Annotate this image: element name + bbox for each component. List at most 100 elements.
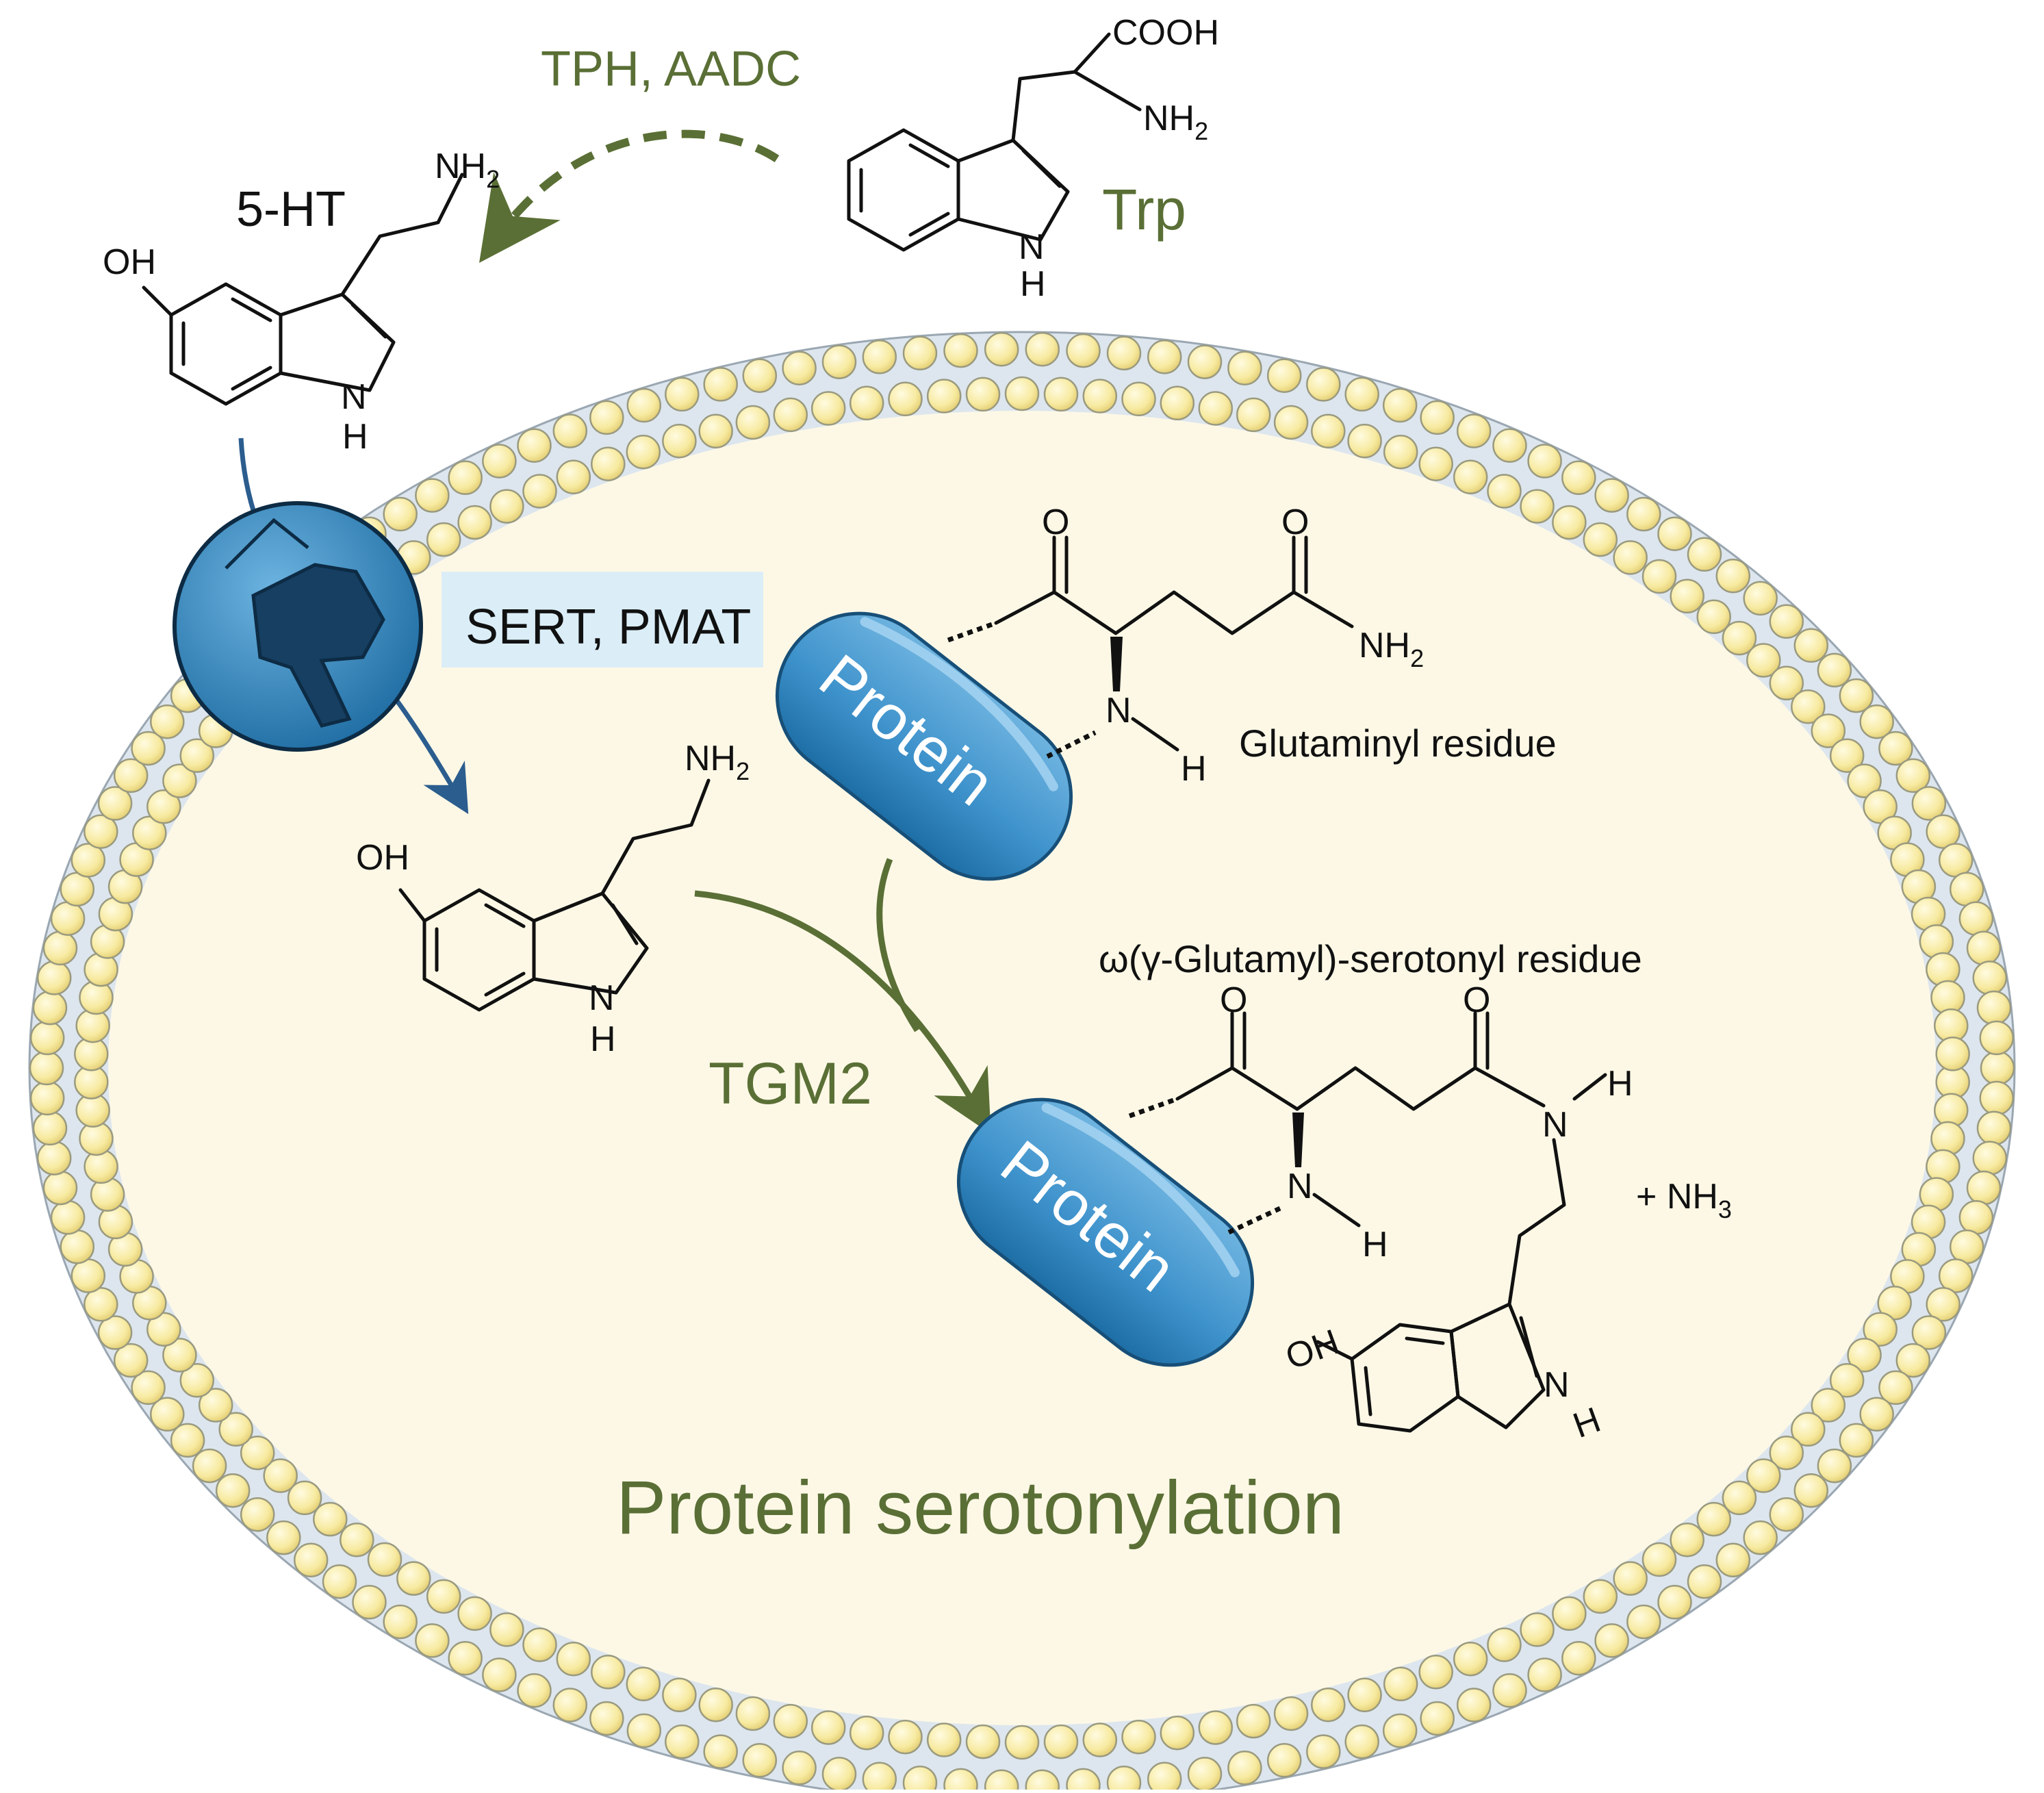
lipid-head: [1583, 1579, 1618, 1614]
lipid-head: [426, 1579, 461, 1614]
lipid-head: [97, 1315, 133, 1350]
lipid-head: [1198, 1710, 1234, 1745]
lipid-head: [131, 1370, 166, 1406]
lipid-head: [1769, 665, 1804, 701]
lipid-head: [1025, 331, 1060, 367]
lipid-head: [71, 843, 106, 878]
lipid-head: [984, 331, 1019, 367]
lipid-head: [589, 400, 624, 435]
lipid-head: [591, 1655, 626, 1690]
lipid-head: [1878, 730, 1913, 766]
lipid-head: [1121, 1719, 1156, 1755]
lipid-head: [1187, 344, 1223, 379]
lipid-head: [1976, 1110, 2012, 1146]
lipid-head: [556, 1641, 591, 1677]
lipid-head: [965, 1724, 1001, 1759]
svg-text:NH2: NH2: [685, 739, 750, 785]
lipid-head: [1552, 505, 1587, 540]
lipid-head: [742, 1743, 778, 1778]
lipid-head: [84, 1287, 118, 1322]
trp-molecule: COOH NH2 N H Trp: [847, 13, 1219, 304]
lipid-head: [1106, 335, 1142, 371]
lipid-head: [1453, 459, 1488, 495]
lipid-head: [198, 1388, 233, 1423]
lipid-head: [192, 1448, 227, 1484]
lipid-head: [1420, 400, 1455, 435]
lipid-head: [1266, 1743, 1302, 1778]
svg-text:N: N: [1542, 1105, 1568, 1145]
lipid-head: [383, 496, 418, 532]
lipid-head: [522, 1627, 557, 1662]
svg-text:N: N: [589, 978, 615, 1018]
lipid-head: [1911, 1315, 1947, 1350]
lipid-head: [1236, 397, 1271, 433]
lipid-head: [703, 1734, 738, 1769]
product-protein: Protein ω(γ-Glutamyl)-serotonyl residue …: [956, 937, 1732, 1446]
lipid-head: [1227, 1751, 1262, 1785]
lipid-head: [1236, 1703, 1271, 1739]
lipid-head: [150, 1397, 185, 1432]
lipid-head: [782, 1751, 817, 1785]
lipid-head: [1839, 678, 1874, 713]
lipid-head: [810, 391, 846, 426]
lipid-head: [1935, 1037, 1970, 1071]
lipid-head: [313, 1501, 348, 1537]
lipid-head: [1829, 1363, 1865, 1398]
lipid-head: [50, 1200, 86, 1235]
lipid-head: [1769, 604, 1804, 639]
lipid-head: [1456, 414, 1492, 448]
lipid-head: [517, 1673, 552, 1708]
lipid-head: [1583, 522, 1618, 557]
lipid-head: [1746, 1458, 1781, 1493]
lipid-head: [162, 1338, 197, 1373]
lipid-head: [1817, 652, 1852, 688]
svg-text:N: N: [1287, 1167, 1313, 1206]
lipid-head: [1696, 599, 1731, 635]
lipid-head: [263, 1458, 298, 1493]
svg-text:N: N: [1019, 227, 1045, 267]
lipid-head: [29, 1020, 65, 1056]
lipid-head: [773, 397, 808, 433]
lipid-head: [1266, 358, 1302, 393]
lipid-head: [29, 1050, 64, 1086]
lipid-head: [1198, 391, 1234, 426]
svg-text:N: N: [1106, 691, 1132, 730]
lipid-head: [1147, 340, 1182, 374]
lipid-head: [60, 1229, 95, 1264]
transporter: SERT, PMAT: [173, 437, 763, 815]
lipid-head: [626, 434, 661, 470]
lipid-head: [1949, 1229, 1984, 1264]
lipid-head: [1187, 1757, 1223, 1792]
lipid-head: [1847, 763, 1882, 798]
lipid-head: [1859, 1397, 1894, 1432]
serotonin-label: 5-HT: [236, 182, 346, 237]
lipid-head: [1160, 385, 1195, 421]
lipid-head: [1626, 1604, 1661, 1640]
lipid-head: [1273, 1696, 1309, 1731]
lipid-head: [1938, 1258, 1973, 1293]
lipid-head: [1347, 1677, 1382, 1713]
lipid-head: [589, 1701, 624, 1736]
lipid-head: [902, 335, 938, 371]
lipid-head: [489, 489, 524, 524]
lipid-head: [162, 763, 197, 798]
tgm2-reaction: TGM2: [694, 858, 991, 1134]
synthesis-arrow: [478, 129, 780, 263]
tgm2-label: TGM2: [708, 1051, 872, 1117]
lipid-head: [457, 505, 492, 540]
lipid-head: [1382, 387, 1418, 423]
lipid-head: [1926, 814, 1960, 849]
lipid-head: [1383, 1666, 1418, 1702]
svg-text:H: H: [590, 1019, 616, 1059]
lipid-head: [862, 340, 897, 374]
lipid-head: [287, 1480, 322, 1516]
lipid-head: [1979, 1080, 2015, 1116]
protein-blob-1: [775, 611, 1073, 881]
lipid-head: [1863, 1312, 1898, 1347]
lipid-head: [742, 358, 778, 393]
lipid-head: [821, 344, 857, 379]
lipid-head: [36, 1141, 72, 1175]
lipid-head: [1958, 1200, 1994, 1235]
lipid-head: [1687, 537, 1722, 572]
